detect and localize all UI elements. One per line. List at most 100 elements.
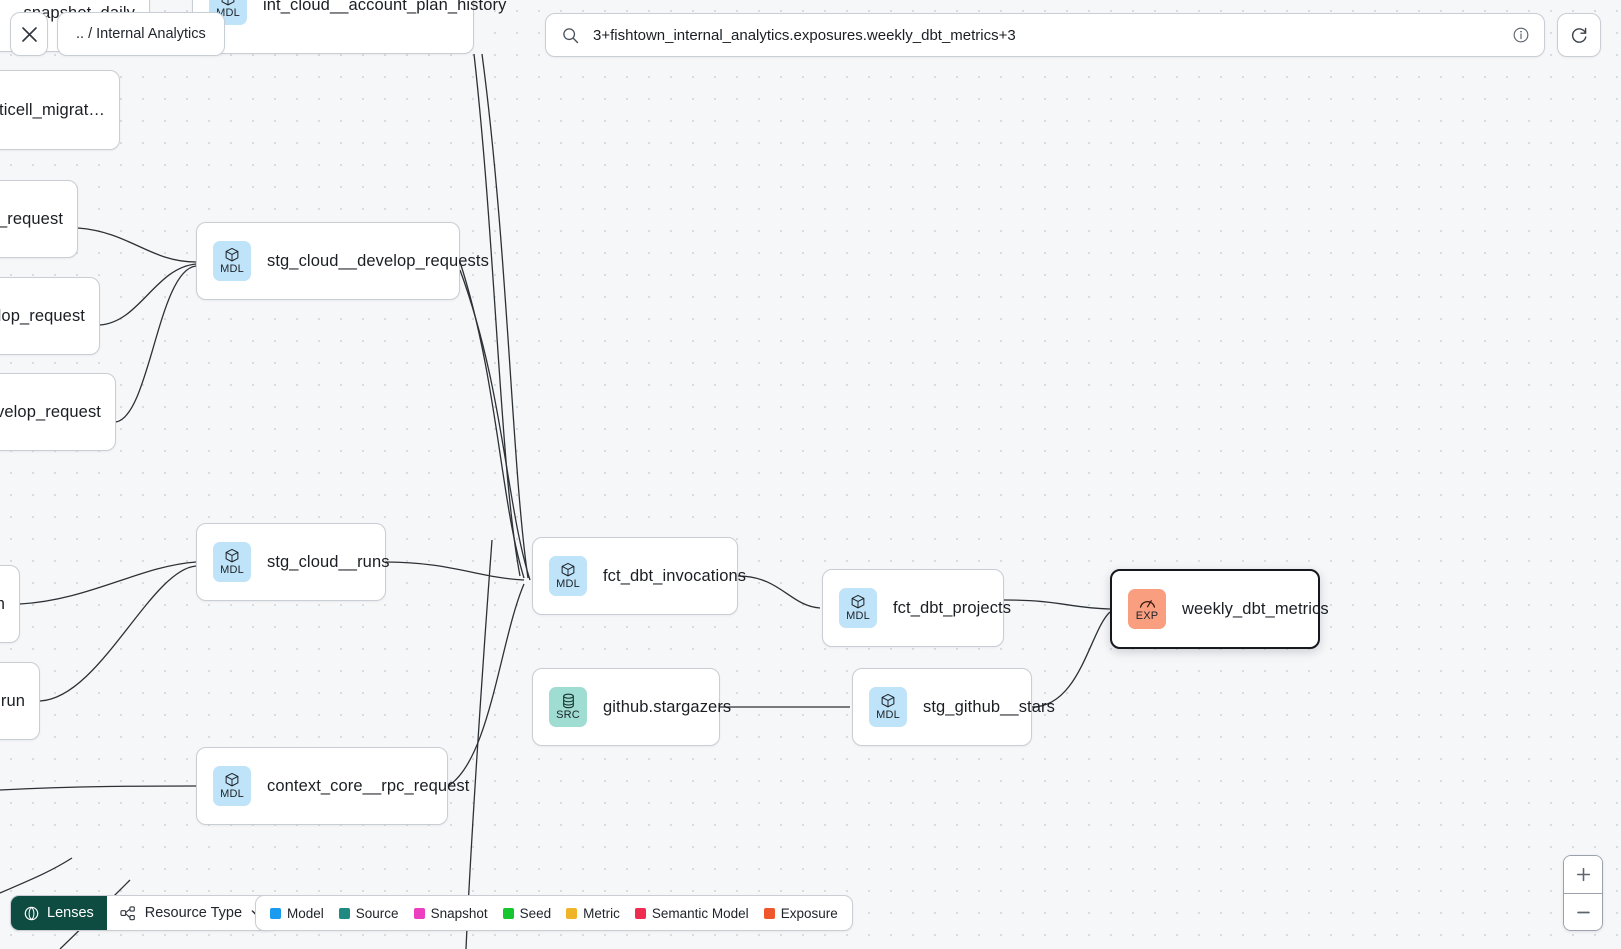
lineage-node-context_core_rpc[interactable]: MDL context_core__rpc_request [196, 747, 469, 825]
zoom-in-button[interactable] [1564, 856, 1602, 893]
database-icon [561, 693, 576, 709]
lineage-node-left_run_b[interactable]: ….run [0, 662, 40, 740]
lineage-node-stg_cloud_dev_req[interactable]: MDL stg_cloud__develop_requests [196, 222, 489, 300]
lineage-node-label: …velop_request [0, 306, 85, 325]
lineage-node-label: ….run [0, 691, 25, 710]
resource-type-dropdown[interactable]: Resource Type [107, 896, 276, 930]
nodes-icon [120, 905, 135, 920]
legend-label: Seed [519, 905, 552, 921]
lens-icon [24, 906, 39, 920]
legend-label: Exposure [780, 905, 838, 921]
node-type-badge-text: MDL [220, 263, 244, 275]
lineage-node-label: github.stargazers [603, 697, 732, 716]
lineage-node-dev_request_a[interactable]: …p_request [0, 180, 78, 258]
lineage-node-dev_request_b[interactable]: …velop_request [0, 277, 100, 355]
lenses-label: Lenses [47, 905, 94, 921]
refresh-button[interactable] [1557, 13, 1601, 57]
node-type-badge-text: MDL [846, 610, 870, 622]
legend-label: Semantic Model [651, 905, 749, 921]
node-type-badge-mdl: MDL [869, 687, 907, 727]
node-type-badge-mdl: MDL [213, 766, 251, 806]
lineage-node-label: context_core__rpc_request [267, 776, 470, 795]
node-type-badge-src: SRC [549, 687, 587, 727]
zoom-controls [1563, 855, 1603, 931]
node-type-badge-mdl: MDL [213, 241, 251, 281]
legend-swatch [270, 907, 281, 919]
zoom-out-button[interactable] [1564, 893, 1602, 930]
cube-icon [224, 772, 240, 788]
resource-type-legend: Model Source Snapshot Seed Metric Semantic Mo… [255, 895, 853, 931]
legend-swatch [502, 907, 514, 919]
lineage-node-fct_dbt_projects[interactable]: MDL fct_dbt_projects [822, 569, 1011, 647]
cube-icon [224, 548, 240, 564]
node-type-badge-text: MDL [220, 788, 244, 800]
plus-icon [1576, 867, 1590, 882]
lineage-node-label: …p_request [0, 209, 63, 228]
legend-swatch [763, 907, 775, 919]
lineage-node-int_cloud_plan_hist[interactable]: MDL int_cloud__account_plan_history [192, 0, 506, 54]
lens-toolbar: Lenses Resource Type [10, 895, 278, 931]
lenses-button[interactable]: Lenses [11, 896, 107, 930]
lineage-node-label: int_cloud__account_plan_history [263, 0, 507, 14]
node-type-badge-mdl: MDL [549, 556, 587, 596]
search-icon [562, 27, 579, 44]
node-type-badge-mdl: MDL [213, 542, 251, 582]
lineage-node-stg_cloud_runs[interactable]: MDL stg_cloud__runs [196, 523, 389, 601]
legend-swatch [566, 907, 578, 919]
lineage-node-label: stg_cloud__runs [267, 552, 390, 571]
close-icon [21, 26, 37, 42]
resource-type-label: Resource Type [144, 905, 243, 921]
cube-icon [560, 562, 576, 578]
node-type-badge-text: MDL [556, 578, 580, 590]
lineage-node-fct_dbt_invocations[interactable]: MDL fct_dbt_invocations [532, 537, 746, 615]
legend-item-source[interactable]: Source [338, 905, 399, 921]
node-type-badge-exp: EXP [1128, 589, 1166, 629]
breadcrumb[interactable]: .. / Internal Analytics [57, 12, 225, 56]
legend-item-metric[interactable]: Metric [566, 906, 620, 921]
node-type-badge-text: MDL [220, 564, 244, 576]
lineage-node-left_run_a[interactable]: …n [0, 565, 20, 643]
refresh-icon [1571, 27, 1586, 43]
cube-icon [220, 0, 236, 7]
lineage-node-label: stg_github__stars [923, 697, 1055, 716]
lineage-node-label: fct_dbt_invocations [603, 566, 747, 585]
node-type-badge-text: MDL [876, 709, 900, 721]
legend-swatch [634, 907, 646, 919]
lineage-node-label: weekly_dbt_metrics [1182, 599, 1329, 618]
legend-label: Snapshot [430, 905, 488, 921]
lineage-node-dev_request_c[interactable]: …_develop_request [0, 373, 116, 451]
lineage-node-stg_github_stars[interactable]: MDL stg_github__stars [852, 668, 1055, 746]
lineage-search-bar[interactable] [545, 13, 1545, 57]
legend-item-snapshot[interactable]: Snapshot [413, 905, 488, 921]
legend-item-semantic-model[interactable]: Semantic Model [634, 905, 749, 921]
node-type-badge-text: EXP [1135, 610, 1159, 622]
lineage-node-weekly_dbt_metrics[interactable]: EXP weekly_dbt_metrics [1110, 569, 1329, 649]
info-icon[interactable] [1512, 26, 1530, 44]
close-button[interactable] [10, 12, 48, 56]
search-input[interactable] [593, 26, 1512, 44]
lineage-node-github_stargazers[interactable]: SRC github.stargazers [532, 668, 731, 746]
legend-swatch [338, 907, 350, 919]
lineage-node-multicell_migrate[interactable]: multicell_migrat… [0, 70, 120, 150]
lineage-node-label: stg_cloud__develop_requests [267, 251, 489, 270]
legend-item-exposure[interactable]: Exposure [763, 905, 838, 921]
legend-swatch [413, 907, 425, 919]
breadcrumb-label: .. / Internal Analytics [76, 26, 206, 42]
cube-icon [850, 594, 866, 610]
cube-icon [880, 693, 896, 709]
lineage-node-label: multicell_migrat… [0, 100, 105, 119]
legend-item-model[interactable]: Model [270, 906, 324, 921]
legend-label: Source [355, 905, 399, 921]
cube-icon [224, 247, 240, 263]
lineage-node-label: …n [0, 594, 5, 613]
legend-label: Model [287, 905, 324, 921]
node-type-badge-text: MDL [216, 7, 240, 19]
node-type-badge-text: SRC [556, 709, 580, 721]
node-type-badge-mdl: MDL [839, 588, 877, 628]
legend-label: Metric [583, 905, 620, 921]
minus-icon [1576, 911, 1590, 913]
lineage-node-label: fct_dbt_projects [893, 598, 1012, 617]
gauge-icon [1139, 596, 1156, 610]
legend-item-seed[interactable]: Seed [502, 905, 552, 921]
